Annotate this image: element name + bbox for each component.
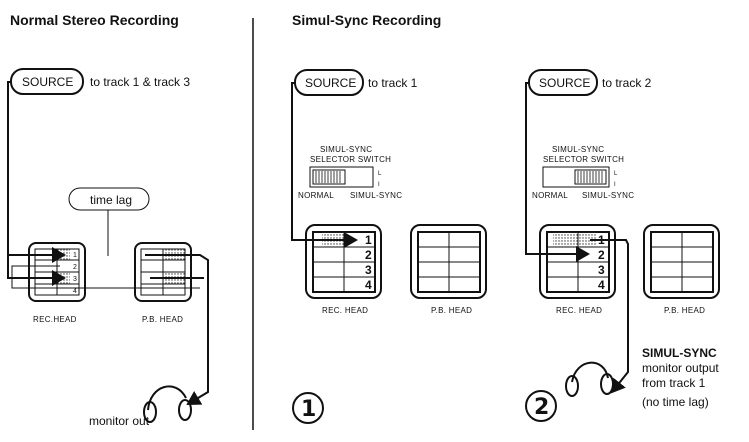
- left-source-label: SOURCE: [22, 75, 73, 89]
- left-pb-head-label: P.B. HEAD: [142, 315, 183, 324]
- left-panel: SOURCE to track 1 & track 3 time lag 1 2…: [7, 68, 209, 428]
- right-note-2: monitor output: [642, 361, 719, 375]
- middle-rec-track-3: 3: [365, 263, 372, 277]
- left-rec-head: [28, 242, 86, 302]
- right-note-1: SIMUL-SYNC: [642, 346, 717, 360]
- middle-rec-track-2: 2: [365, 248, 372, 262]
- middle-path-track1: [291, 82, 358, 248]
- middle-switch-r: I: [378, 182, 380, 188]
- left-path-monitor: [145, 254, 209, 406]
- right-source-destination: to track 2: [602, 76, 652, 90]
- right-panel-title: Simul-Sync Recording: [292, 12, 441, 28]
- middle-pb-head-label: P.B. HEAD: [431, 306, 472, 315]
- right-note-4: (no time lag): [642, 395, 709, 409]
- time-lag-label: time lag: [90, 193, 132, 207]
- left-panel-title: Normal Stereo Recording: [10, 12, 179, 28]
- middle-switch-l: L: [378, 171, 382, 177]
- middle-pb-head: [410, 224, 487, 299]
- right-source-label: SOURCE: [539, 76, 590, 90]
- middle-rec-head-label: REC. HEAD: [322, 306, 368, 315]
- right-pb-head-label: P.B. HEAD: [664, 306, 705, 315]
- right-selector-switch: [542, 166, 610, 188]
- middle-source-destination: to track 1: [368, 76, 418, 90]
- left-headphones-icon: [147, 385, 187, 411]
- middle-panel: SOURCE to track 1 SIMUL-SYNC SELECTOR SW…: [291, 69, 487, 424]
- right-note-3: from track 1: [642, 376, 706, 390]
- left-rec-track-3: 3: [73, 276, 77, 283]
- middle-switch-normal: NORMAL: [298, 191, 334, 200]
- step-2-badge: [525, 390, 557, 422]
- middle-switch-simul-sync: SIMUL-SYNC: [350, 191, 402, 200]
- right-rec-head: [539, 224, 616, 299]
- left-pb-head: [134, 242, 192, 302]
- middle-switch-title-2: SELECTOR SWITCH: [310, 155, 391, 164]
- left-rec-head-label: REC.HEAD: [33, 315, 77, 324]
- right-switch-r: I: [614, 182, 616, 188]
- right-pb-head: [643, 224, 720, 299]
- left-rec-track-4: 4: [73, 288, 77, 295]
- right-switch-l: L: [614, 171, 618, 177]
- right-rec-track-2: 2: [598, 248, 605, 262]
- middle-rec-head: [305, 224, 382, 299]
- right-rec-track-3: 3: [598, 263, 605, 277]
- step-1-badge: [292, 392, 324, 424]
- right-switch-normal: NORMAL: [532, 191, 568, 200]
- right-switch-simul-sync: SIMUL-SYNC: [582, 191, 634, 200]
- left-path-track3: [7, 255, 66, 286]
- left-monitor-label: monitor out: [89, 414, 150, 428]
- left-rec-track-2: 2: [73, 264, 77, 271]
- right-panel: SOURCE to track 2 SIMUL-SYNC SELECTOR SW…: [525, 69, 720, 422]
- step-2-number: 2: [534, 395, 549, 420]
- middle-rec-track-1: 1: [365, 233, 372, 247]
- left-path-track1: [7, 81, 66, 263]
- right-path-monitor: [590, 239, 629, 394]
- left-rec-track-1: 1: [73, 252, 77, 259]
- middle-source-label: SOURCE: [305, 76, 356, 90]
- right-path-track2: [525, 82, 590, 262]
- left-source-destination: to track 1 & track 3: [90, 75, 190, 89]
- middle-switch-title-1: SIMUL-SYNC: [320, 145, 372, 154]
- right-switch-title-1: SIMUL-SYNC: [552, 145, 604, 154]
- left-path-erase: [11, 265, 200, 289]
- middle-selector-switch: [309, 166, 374, 188]
- right-rec-head-label: REC. HEAD: [556, 306, 602, 315]
- middle-rec-track-4: 4: [365, 278, 372, 292]
- right-switch-title-2: SELECTOR SWITCH: [543, 155, 624, 164]
- right-rec-track-4: 4: [598, 278, 605, 292]
- time-lag-box: [68, 187, 150, 211]
- step-1-number: 1: [301, 397, 316, 422]
